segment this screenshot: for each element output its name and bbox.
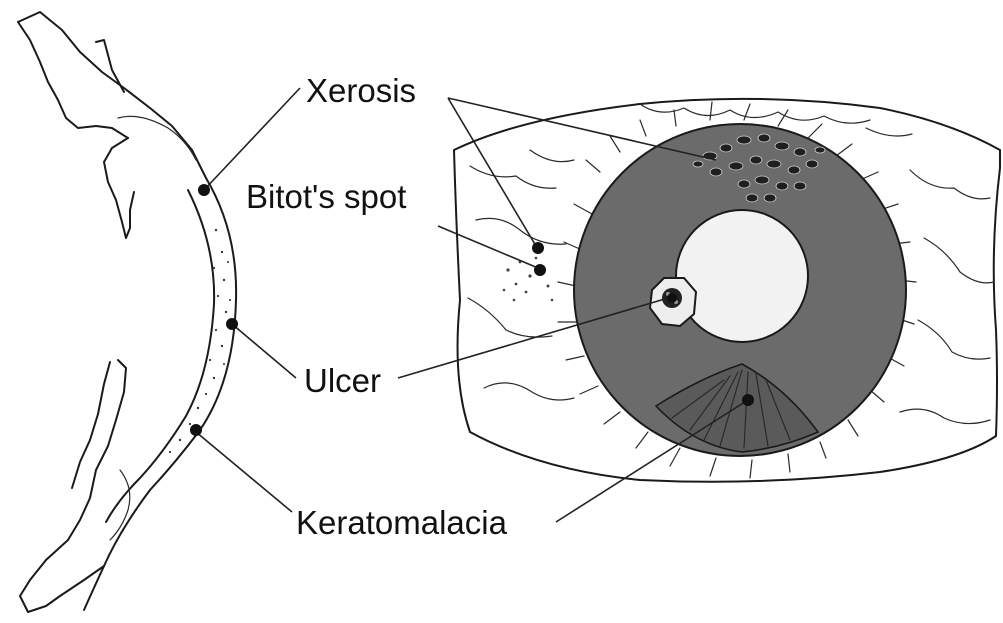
label-xerosis: Xerosis	[306, 72, 416, 109]
bitots-dot	[534, 264, 546, 276]
upper-conjunctiva	[118, 116, 196, 160]
pupil	[676, 210, 808, 342]
cornea-outer	[84, 178, 236, 610]
lower-lid-outline	[20, 540, 104, 612]
lower-lid-upper	[68, 360, 126, 540]
keratomalacia-dot-left	[190, 424, 202, 436]
xerosis-leader-right-2	[448, 98, 716, 160]
upper-lid-fold	[96, 40, 124, 92]
xerosis-dot-left	[198, 184, 210, 196]
keratomalacia-dot-right	[742, 394, 754, 406]
labels: Xerosis Bitot's spot Ulcer Keratomalacia	[246, 72, 508, 541]
upper-lid-outline	[18, 12, 206, 178]
label-ulcer: Ulcer	[304, 362, 381, 399]
ulcer-leader-left	[232, 324, 296, 378]
ulcer-dot-right	[667, 293, 677, 303]
xerosis-leader-left	[204, 88, 300, 190]
xerosis-dot-right	[532, 242, 544, 254]
scleral-vessels-left	[468, 150, 574, 400]
lower-conjunctiva	[110, 470, 130, 540]
label-keratomalacia: Keratomalacia	[296, 504, 508, 541]
ulcer-dot-left	[226, 318, 238, 330]
eye-cross-section	[18, 12, 236, 612]
cornea-stipple	[169, 229, 231, 453]
xerosis-leader-right-1	[448, 98, 536, 246]
eye-front-view	[454, 99, 1000, 482]
lower-lid-fold	[72, 362, 110, 488]
upper-lid-inner	[104, 138, 134, 238]
label-bitots-spot: Bitot's spot	[246, 178, 406, 215]
keratomalacia-leader-left	[196, 432, 292, 512]
